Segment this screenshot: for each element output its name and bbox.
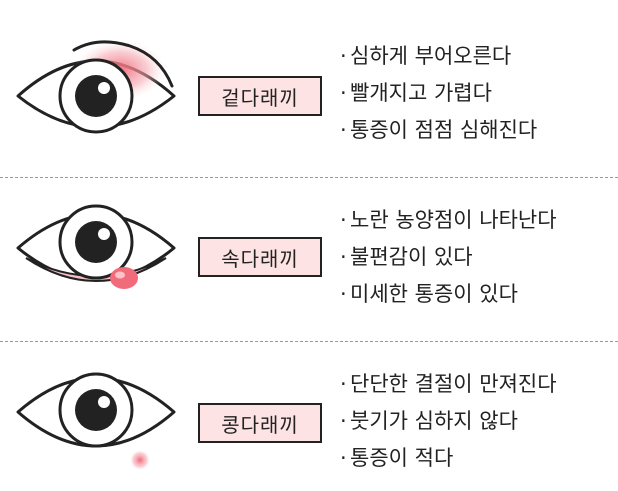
symptom-item: ·빨개지고 가렵다	[340, 81, 492, 105]
symptom-item: ·미세한 통증이 있다	[340, 282, 518, 306]
inner-stye-symptoms: ·노란 농양점이 나타난다 ·불편감이 있다 ·미세한 통증이 있다	[340, 202, 557, 313]
section-divider	[0, 341, 618, 342]
outer-stye-label: 겉다래끼	[198, 76, 322, 116]
section-inner-stye: 속다래끼 ·노란 농양점이 나타난다 ·불편감이 있다 ·미세한 통증이 있다	[0, 180, 618, 340]
symptom-item: ·불편감이 있다	[340, 245, 473, 269]
inner-stye-eye-illustration	[16, 204, 176, 289]
section-divider	[0, 177, 618, 178]
symptom-item: ·붓기가 심하지 않다	[340, 409, 518, 433]
inner-stye-label: 속다래끼	[198, 237, 322, 277]
chalazion-label: 콩다래끼	[198, 403, 322, 443]
section-chalazion: 콩다래끼 ·단단한 결절이 만져진다 ·붓기가 심하지 않다 ·통증이 적다	[0, 344, 618, 491]
chalazion-symptoms: ·단단한 결절이 만져진다 ·붓기가 심하지 않다 ·통증이 적다	[340, 366, 557, 477]
symptom-item: ·노란 농양점이 나타난다	[340, 208, 557, 232]
section-outer-stye: 겉다래끼 ·심하게 부어오른다 ·빨개지고 가렵다 ·통증이 점점 심해진다	[0, 0, 618, 175]
abscess-point	[110, 267, 138, 289]
chalazion-eye-illustration	[16, 372, 176, 470]
symptom-item: ·통증이 적다	[340, 446, 454, 470]
outer-stye-symptoms: ·심하게 부어오른다 ·빨개지고 가렵다 ·통증이 점점 심해진다	[340, 38, 537, 149]
symptom-item: ·심하게 부어오른다	[340, 44, 512, 68]
nodule-spot	[130, 450, 150, 470]
outer-stye-eye-illustration	[16, 40, 176, 134]
symptom-item: ·통증이 점점 심해진다	[340, 118, 538, 142]
symptom-item: ·단단한 결절이 만져진다	[340, 372, 557, 396]
